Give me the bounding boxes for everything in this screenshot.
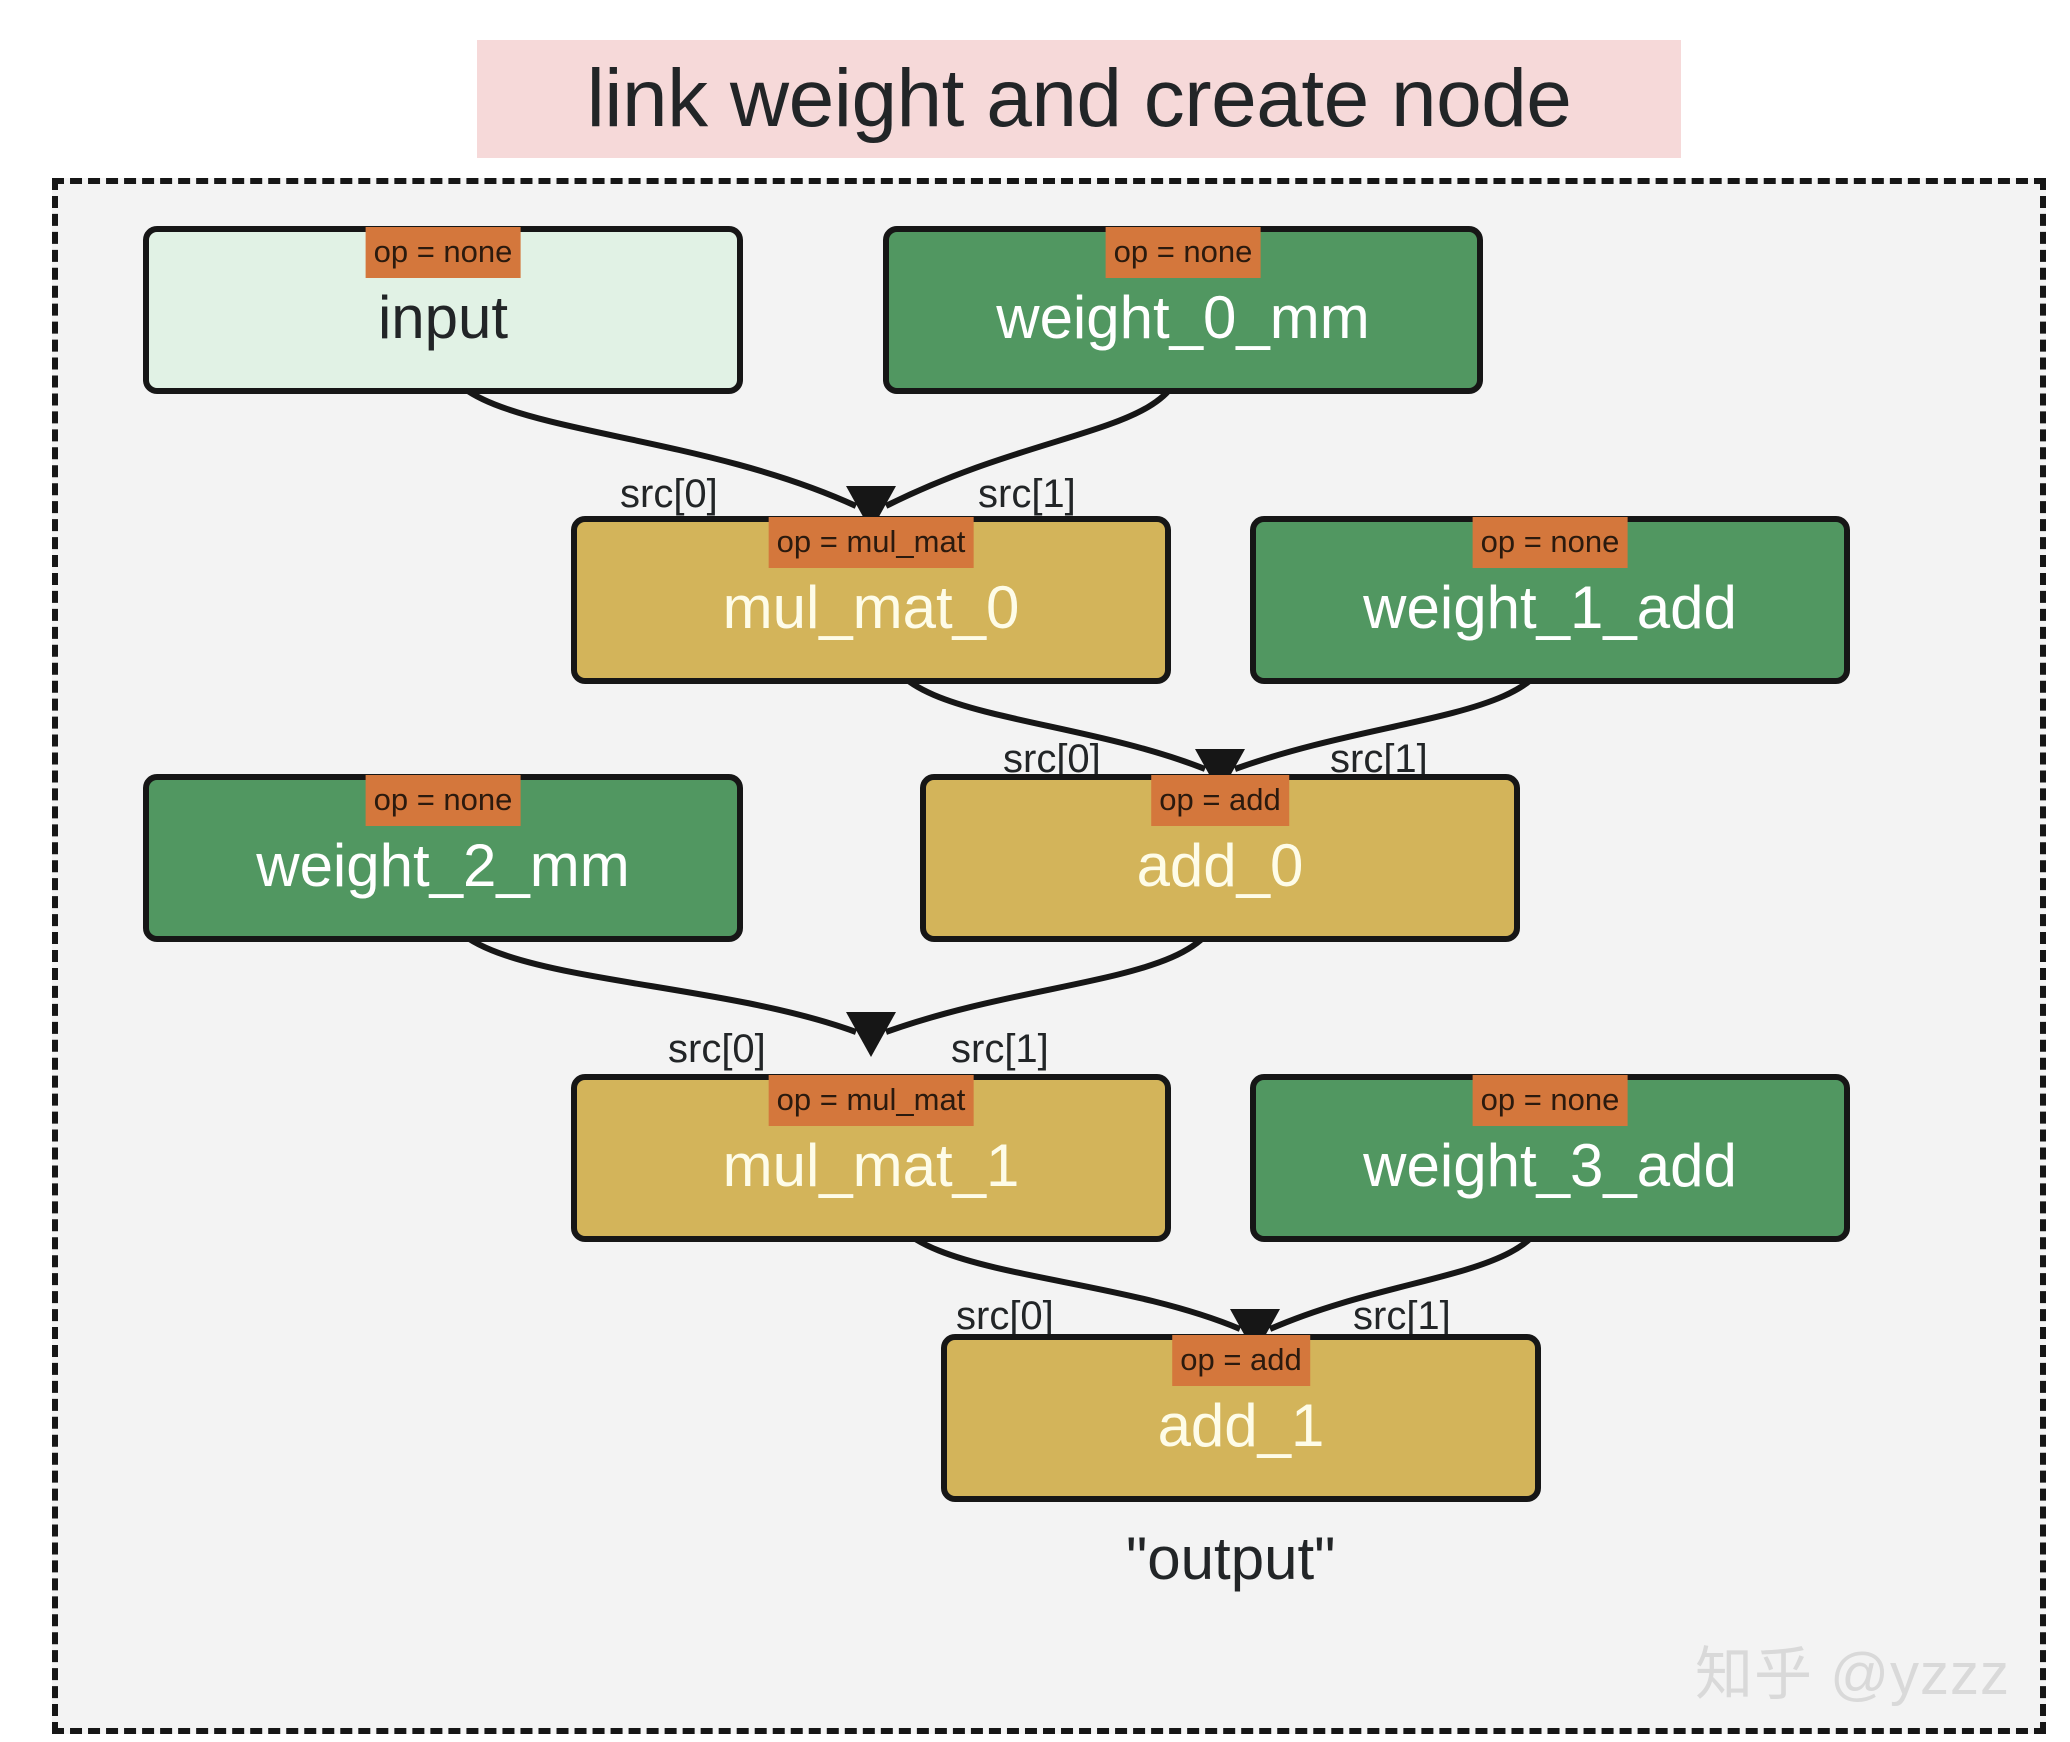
node-label: input (377, 284, 509, 351)
edge-label-src1-add_1: src[1] (1353, 1294, 1451, 1338)
watermark: 知乎 @yzzz (1695, 1642, 2010, 1707)
node-weight_3_add[interactable]: op = none weight_3_add (1250, 1074, 1850, 1242)
edge-label-src0-add_0: src[0] (1003, 737, 1101, 781)
node-label: weight_0_mm (996, 284, 1370, 351)
node-mul_mat_1[interactable]: op = mul_mat mul_mat_1 (571, 1074, 1171, 1242)
op-badge: op = none (1472, 517, 1628, 568)
op-badge: op = none (365, 227, 521, 278)
arrowhead-mul_mat_1 (846, 1012, 896, 1057)
op-badge: op = mul_mat (768, 1075, 974, 1126)
output-caption: "output" (1126, 1525, 1336, 1592)
op-badge: op = none (1472, 1075, 1628, 1126)
node-label: weight_2_mm (256, 832, 630, 899)
node-label: mul_mat_1 (722, 1132, 1020, 1199)
edge-label-src0-add_1: src[0] (956, 1294, 1054, 1338)
title-background-band (477, 40, 1681, 158)
op-badge: op = add (1172, 1335, 1310, 1386)
edge-label-src1-mul_mat_0: src[1] (978, 472, 1076, 516)
edge-label-src0-mul_mat_1: src[0] (668, 1027, 766, 1071)
op-badge: op = none (365, 775, 521, 826)
node-add_1[interactable]: op = add add_1 (941, 1334, 1541, 1502)
edge-label-src1-mul_mat_1: src[1] (951, 1027, 1049, 1071)
edge-connector-layer (440, 351, 1553, 1354)
node-label: mul_mat_0 (722, 574, 1020, 641)
node-weight_1_add[interactable]: op = none weight_1_add (1250, 516, 1850, 684)
node-label: add_0 (1136, 832, 1304, 899)
op-badge: op = add (1151, 775, 1289, 826)
node-add_0[interactable]: op = add add_0 (920, 774, 1520, 942)
node-mul_mat_0[interactable]: op = mul_mat mul_mat_0 (571, 516, 1171, 684)
node-label: weight_3_add (1363, 1132, 1737, 1199)
node-label: add_1 (1157, 1392, 1325, 1459)
graph-panel: op = none input op = none weight_0_mm sr… (52, 178, 2046, 1734)
node-label: weight_1_add (1363, 574, 1737, 641)
edge-label-src1-add_0: src[1] (1330, 737, 1428, 781)
node-input[interactable]: op = none input (143, 226, 743, 394)
op-badge: op = none (1105, 227, 1261, 278)
page-title: link weight and create node (586, 53, 1572, 144)
op-badge: op = mul_mat (768, 517, 974, 568)
node-weight_0_mm[interactable]: op = none weight_0_mm (883, 226, 1483, 394)
node-weight_2_mm[interactable]: op = none weight_2_mm (143, 774, 743, 942)
edge-label-src0-mul_mat_0: src[0] (620, 472, 718, 516)
